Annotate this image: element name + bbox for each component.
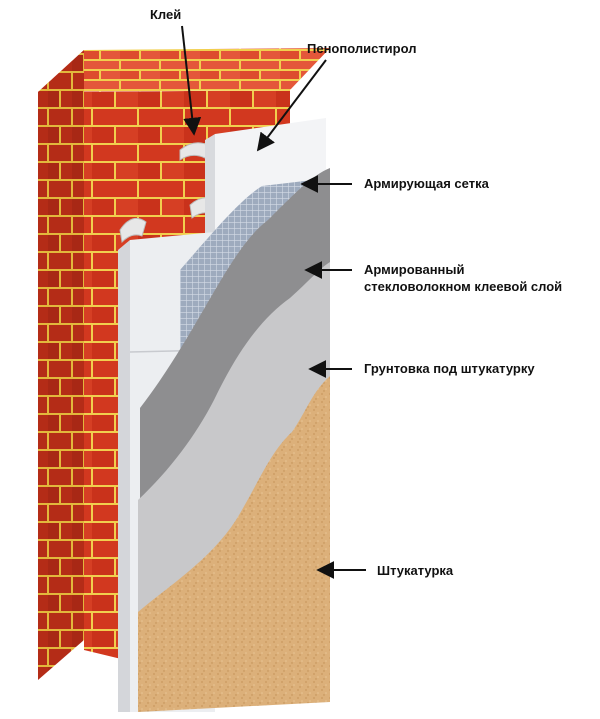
label-reinforcing-mesh: Армирующая сетка	[364, 176, 489, 191]
plaster-layer	[138, 376, 330, 712]
callout-arrows	[181, 25, 366, 579]
label-plaster: Штукатурка	[377, 563, 454, 578]
label-polystyrene: Пенополистирол	[307, 41, 417, 56]
brick-wall-side	[38, 50, 84, 680]
label-base-coat-line2: стекловолокном клеевой слой	[364, 279, 563, 294]
brick-wall-top	[38, 48, 330, 92]
label-glue: Клей	[150, 7, 182, 22]
glue-dab	[119, 217, 147, 244]
arrow-foam	[256, 59, 327, 152]
label-base-coat-line1: Армированный	[364, 262, 465, 277]
arrow-glue	[181, 25, 202, 136]
glue-dabs	[119, 142, 219, 244]
label-primer: Грунтовка под штукатурку	[364, 361, 535, 376]
foam-board-lower-side	[118, 240, 130, 712]
